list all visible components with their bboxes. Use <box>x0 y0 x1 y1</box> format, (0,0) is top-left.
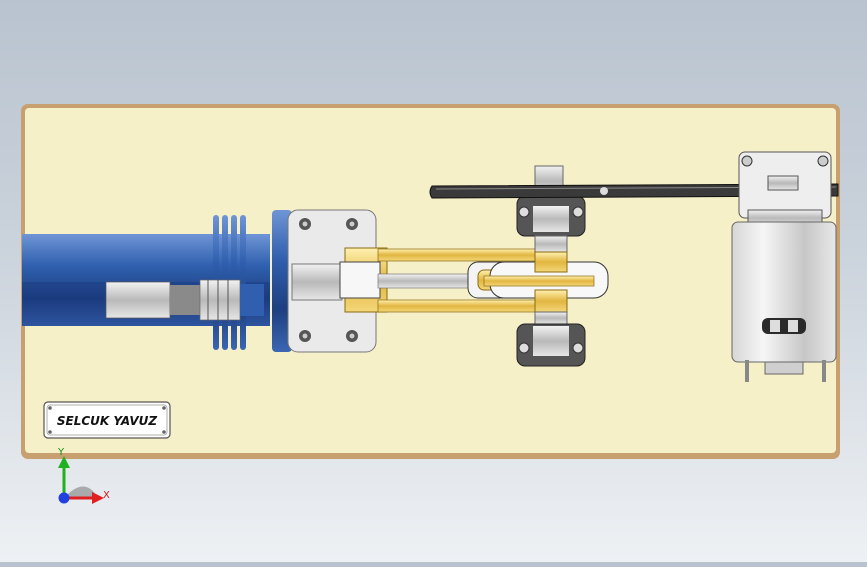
y-axis-label: Y <box>57 447 65 458</box>
crank-assembly[interactable] <box>516 165 586 367</box>
nameplate[interactable]: SELCUK YAVUZ <box>43 401 171 439</box>
piston-bracket[interactable] <box>287 209 377 353</box>
dc-motor[interactable] <box>731 151 837 382</box>
z-axis-dot <box>58 492 70 504</box>
connecting-rod[interactable] <box>339 247 609 313</box>
x-axis-label: X <box>103 490 110 501</box>
axis-triad: Y X <box>57 447 110 504</box>
heatsink-cylinder[interactable] <box>22 210 292 352</box>
nameplate-text: SELCUK YAVUZ <box>57 414 158 428</box>
